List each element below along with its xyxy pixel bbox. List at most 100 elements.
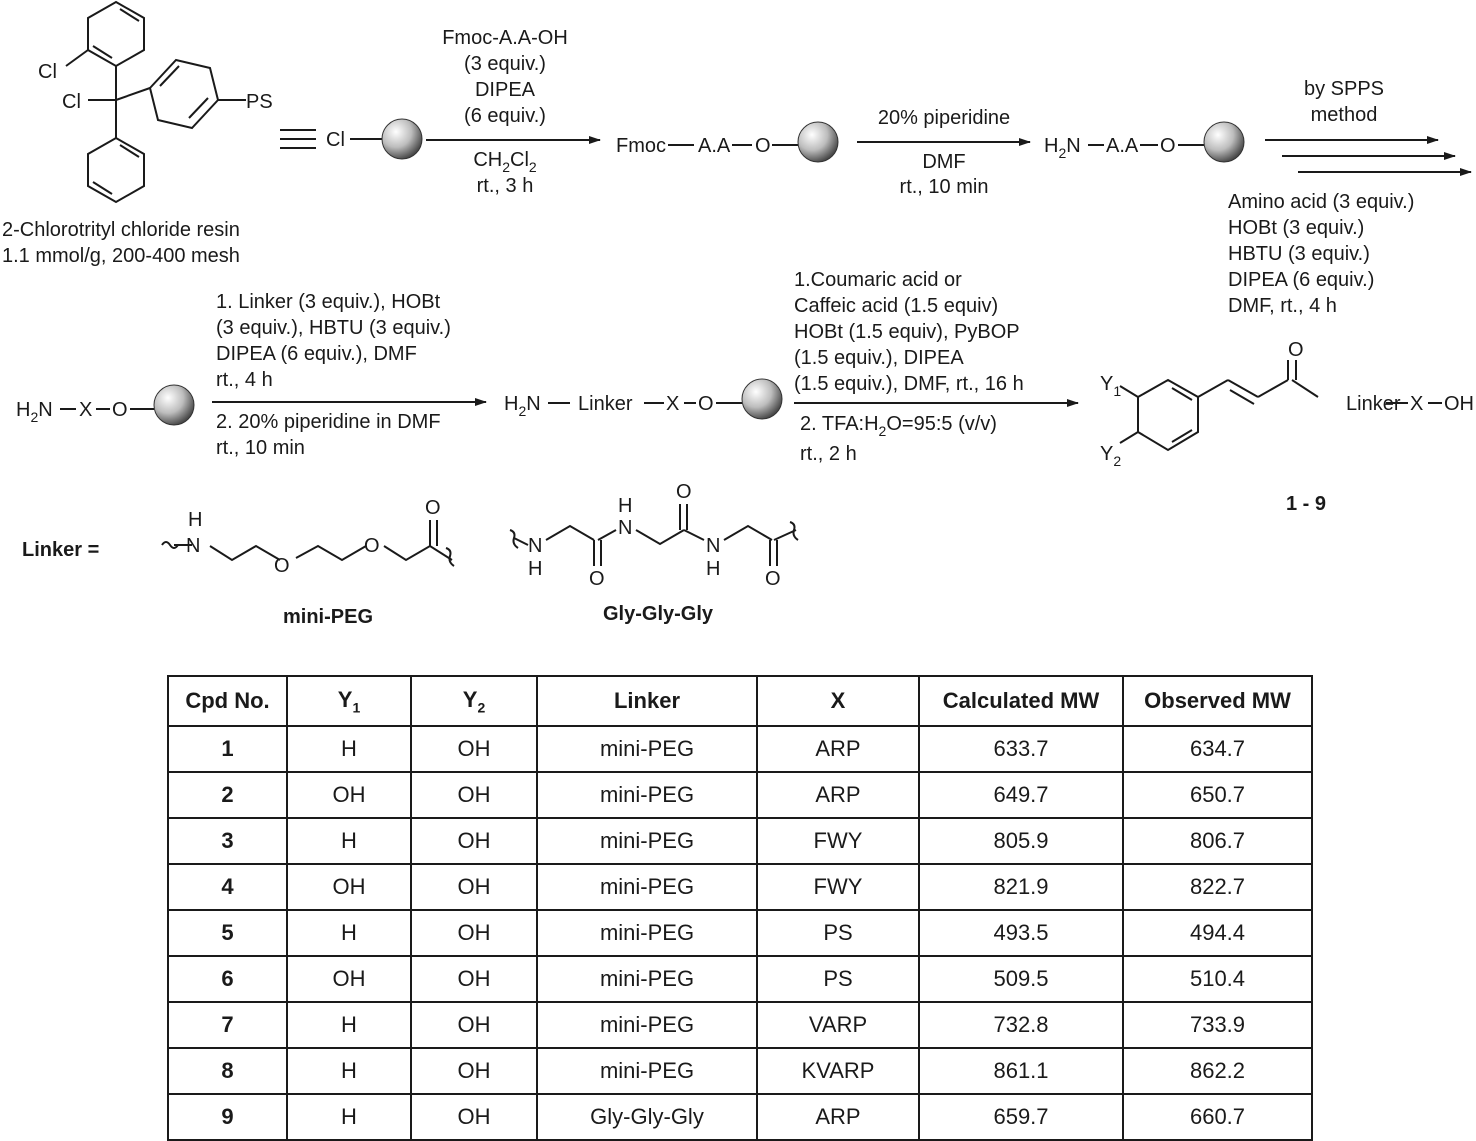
step4-conditions: 1. Linker (3 equiv.), HOBt (3 equiv.), H… (212, 291, 487, 459)
svg-text:20% piperidine: 20% piperidine (878, 107, 1010, 129)
header-calculated-mw: Calculated MW (918, 675, 1124, 727)
cell-y1: OH (286, 863, 412, 911)
resin-structure: Cl Cl PS 2-Chlorotrityl chloride resin 1… (2, 0, 273, 267)
svg-text:Y1: Y1 (1100, 373, 1121, 399)
header-y1: Y1 (286, 675, 412, 727)
top-phenyl-ring (87, 0, 145, 68)
svg-text:method: method (1311, 104, 1378, 126)
svg-text:rt., 2 h: rt., 2 h (800, 443, 857, 465)
svg-text:H2N: H2N (504, 393, 541, 419)
svg-text:O: O (698, 393, 714, 415)
svg-text:O: O (364, 535, 380, 557)
cell-obs: 862.2 (1122, 1047, 1313, 1095)
svg-text:Linker: Linker (578, 393, 633, 415)
cell-y1: OH (286, 955, 412, 1003)
resin-cl-ortho: Cl (38, 61, 57, 83)
resin-spec: 1.1 mmol/g, 200-400 mesh (2, 245, 240, 267)
cell-calc: 805.9 (918, 817, 1124, 865)
cell-cpd: 4 (167, 863, 288, 911)
resin-cl-central: Cl (62, 91, 81, 113)
cell-x: FWY (756, 817, 920, 865)
resin-name: 2-Chlorotrityl chloride resin (2, 219, 240, 241)
svg-text:DMF: DMF (922, 151, 965, 173)
cell-linker: mini-PEG (536, 909, 758, 957)
svg-text:2. TFA:H2O=95:5 (v/v): 2. TFA:H2O=95:5 (v/v) (800, 413, 997, 439)
cell-cpd: 9 (167, 1093, 288, 1141)
svg-text:A.A: A.A (1106, 135, 1139, 157)
svg-text:(1.5 equiv.), DMF, rt., 16 h: (1.5 equiv.), DMF, rt., 16 h (794, 373, 1024, 395)
svg-text:O: O (765, 568, 781, 590)
svg-text:rt., 3 h: rt., 3 h (477, 175, 534, 197)
svg-text:N: N (618, 517, 632, 539)
cell-cpd: 3 (167, 817, 288, 865)
svg-text:HOBt (1.5 equiv), PyBOP: HOBt (1.5 equiv), PyBOP (794, 321, 1020, 343)
svg-text:Y2: Y2 (1100, 443, 1121, 469)
compound-range: 1 - 9 (1286, 493, 1326, 515)
cell-cpd: 1 (167, 725, 288, 773)
svg-text:CH2Cl2: CH2Cl2 (473, 149, 537, 175)
cell-x: ARP (756, 771, 920, 819)
cell-cpd: 2 (167, 771, 288, 819)
svg-text:DMF, rt., 4 h: DMF, rt., 4 h (1228, 295, 1337, 317)
h2n-linker-x-resin: H2N Linker X O (504, 378, 783, 420)
cell-y2: OH (410, 725, 538, 773)
cell-x: PS (756, 909, 920, 957)
h2n-x-resin: H2N X O (16, 384, 195, 426)
svg-text:O: O (1160, 135, 1176, 157)
resin-ps: PS (246, 91, 273, 113)
cell-calc: 861.1 (918, 1047, 1124, 1095)
svg-text:Caffeic acid (1.5 equiv): Caffeic acid (1.5 equiv) (794, 295, 998, 317)
cell-x: VARP (756, 1001, 920, 1049)
cell-y2: OH (410, 955, 538, 1003)
cell-calc: 732.8 (918, 1001, 1124, 1049)
minipeg-name: mini-PEG (283, 606, 373, 628)
header-linker: Linker (536, 675, 758, 727)
svg-text:H2N: H2N (16, 399, 53, 425)
cell-cpd: 7 (167, 1001, 288, 1049)
svg-text:N: N (186, 535, 200, 557)
header-y2: Y2 (410, 675, 538, 727)
cell-linker: mini-PEG (536, 725, 758, 773)
cell-y2: OH (410, 909, 538, 957)
compound-table: Cpd No. Y1 Y2 Linker X Calculated MW Obs… (167, 675, 1313, 1141)
cell-calc: 659.7 (918, 1093, 1124, 1141)
cell-y2: OH (410, 817, 538, 865)
svg-text:O: O (112, 399, 128, 421)
cinnamoyl-ring (1137, 378, 1199, 452)
fmoc-aa-resin: Fmoc A.A O (616, 121, 839, 163)
linker-definitions: Linker = H N O O O mini-PEG N H (22, 481, 799, 628)
svg-text:Fmoc-A.A-OH: Fmoc-A.A-OH (442, 27, 568, 49)
step5-conditions: 1.Coumaric acid or Caffeic acid (1.5 equ… (794, 269, 1079, 465)
svg-text:(3 equiv.), HBTU (3 equiv.): (3 equiv.), HBTU (3 equiv.) (216, 317, 451, 339)
svg-text:(3 equiv.): (3 equiv.) (464, 53, 546, 75)
svg-text:H2N: H2N (1044, 135, 1081, 161)
bottom-phenyl-ring (87, 136, 145, 204)
svg-text:DIPEA: DIPEA (475, 79, 536, 101)
svg-text:X: X (79, 399, 92, 421)
cl-resin-label: Cl (326, 129, 345, 151)
header-observed-mw: Observed MW (1122, 675, 1313, 727)
svg-text:rt., 10 min: rt., 10 min (216, 437, 305, 459)
cell-calc: 821.9 (918, 863, 1124, 911)
cell-y2: OH (410, 1093, 538, 1141)
cell-linker: mini-PEG (536, 817, 758, 865)
equivalent-symbol (280, 129, 316, 149)
cell-obs: 494.4 (1122, 909, 1313, 957)
y1-label: Y (1100, 373, 1113, 395)
cell-cpd: 8 (167, 1047, 288, 1095)
cell-cpd: 5 (167, 909, 288, 957)
svg-text:O: O (676, 481, 692, 503)
svg-text:HBTU (3 equiv.): HBTU (3 equiv.) (1228, 243, 1370, 265)
cell-calc: 493.5 (918, 909, 1124, 957)
svg-text:rt., 4 h: rt., 4 h (216, 369, 273, 391)
cell-linker: mini-PEG (536, 771, 758, 819)
svg-text:Linker: Linker (1346, 393, 1401, 415)
svg-text:O: O (274, 555, 290, 577)
